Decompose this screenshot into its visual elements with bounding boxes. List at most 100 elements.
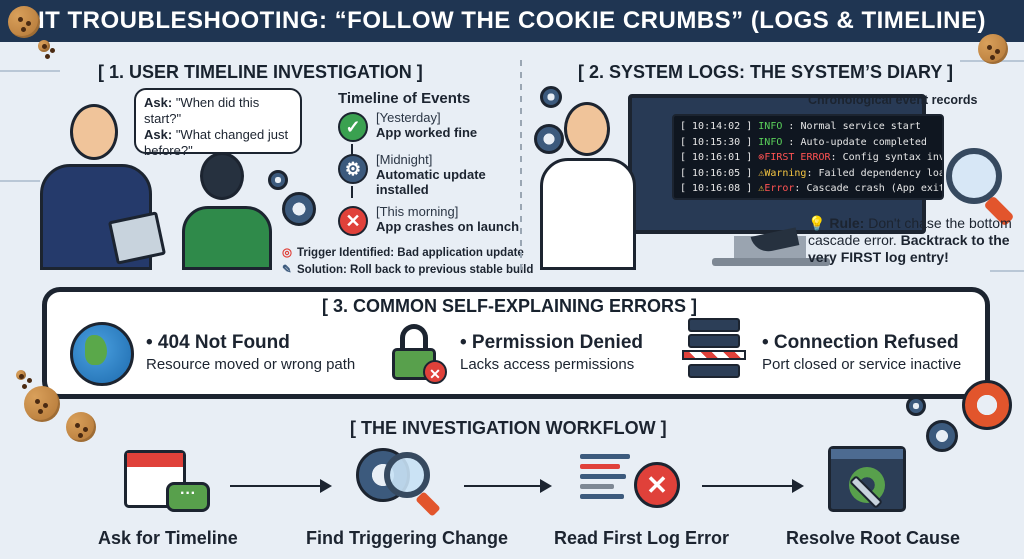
workflow-arrow [464, 479, 552, 493]
workflow-step-label: Ask for Timeline [98, 528, 238, 548]
trigger-text: Trigger Identified: Bad application upda… [297, 247, 524, 259]
globe-icon [70, 322, 134, 386]
question-1: "When did this start?" [144, 95, 260, 126]
error-connection: • Connection Refused Port closed or serv… [762, 332, 961, 373]
server-icon [688, 334, 740, 348]
clipboard-icon [107, 211, 167, 265]
log-entry: [ 10:16:08 ] ⚠Error: Cascade crash (App … [680, 183, 944, 194]
log-entry-first-error: [ 10:16:01 ] ⊗FIRST ERROR: Config syntax… [680, 152, 944, 163]
chrono-label: Chronological event records [808, 93, 978, 107]
page-title: IT TROUBLESHOOTING: “FOLLOW THE COOKIE C… [38, 7, 986, 34]
analyst-body [540, 158, 636, 270]
event-time: [Yesterday] [376, 110, 441, 125]
server-icon [688, 318, 740, 332]
log-entry: [ 10:14:02 ] INFO : Normal service start [680, 121, 921, 132]
workflow-step-label: Resolve Root Cause [786, 528, 961, 548]
timeline-event: ✕ [This morning] App crashes on launch [338, 204, 526, 236]
workflow-arrow [702, 479, 804, 493]
lock-shackle [400, 324, 428, 354]
cookie-icon [8, 6, 40, 38]
trigger-note: ◎ Trigger Identified: Bad application upd… [282, 245, 524, 259]
gear-icon [962, 380, 1012, 430]
event-time: [This morning] [376, 204, 459, 219]
gear-icon [282, 192, 316, 226]
errors-panel [42, 287, 990, 399]
monitor-stand-base [712, 258, 830, 266]
technician-head [70, 104, 118, 160]
workflow-title: [ THE INVESTIGATION WORKFLOW ] [350, 418, 667, 438]
question-bubble: Ask: "When did this start?" Ask: "What c… [134, 88, 302, 158]
workflow-step-label: Find Triggering Change [306, 528, 508, 548]
error-404: • 404 Not Found Resource moved or wrong … [146, 332, 355, 373]
circuit-line [0, 70, 60, 72]
log-entry: [ 10:16:05 ] ⚠Warning: Failed dependency… [680, 167, 944, 179]
error-permission: • Permission Denied Lacks access permiss… [460, 332, 643, 373]
lightbulb-icon: 💡 [808, 215, 826, 231]
error-title: • Connection Refused [762, 332, 959, 353]
circuit-line [990, 270, 1024, 272]
error-icon: ⊗ [758, 152, 765, 163]
rule-label: Rule: [829, 215, 865, 231]
user-body [182, 206, 272, 270]
cookie-icon [978, 34, 1008, 64]
x-icon: ✕ [423, 360, 447, 384]
warning-icon: ⚠ [758, 167, 765, 179]
log-entry: [ 10:15:30 ] INFO : Auto-update complete… [680, 136, 927, 148]
ask-label: Ask: [144, 95, 173, 110]
cookie-icon [38, 40, 50, 52]
user-head [200, 152, 244, 200]
timeline-arrow [351, 144, 353, 156]
section1-title: [ 1. USER TIMELINE INVESTIGATION ] [98, 62, 423, 82]
event-label: App crashes on launch [376, 219, 520, 234]
rule-text: 💡 Rule: Don't chase the bottom cascade e… [808, 215, 1022, 266]
error-desc: Resource moved or wrong path [146, 356, 356, 373]
gear-icon [534, 124, 564, 154]
log-lines-icon [580, 454, 644, 510]
title-banner: IT TROUBLESHOOTING: “FOLLOW THE COOKIE C… [0, 0, 1024, 42]
gear-icon: ⚙ [338, 154, 368, 184]
timeline-title: Timeline of Events [338, 90, 471, 107]
gear-icon [926, 420, 958, 452]
cookie-icon [66, 412, 96, 442]
magnifier-icon [384, 452, 430, 498]
event-time: [Midnight] [376, 152, 433, 167]
event-label: App worked fine [376, 125, 478, 140]
magnifier-handle [415, 491, 441, 517]
target-icon: ◎ [282, 247, 293, 259]
error-desc: Port closed or service inactive [762, 356, 962, 373]
cookie-icon [16, 370, 26, 380]
x-icon: ✕ [634, 462, 680, 508]
timeline-event: ⚙ [Midnight] Automatic update installed [338, 152, 526, 197]
magnifier-icon [946, 148, 1002, 204]
workflow-arrow [230, 479, 332, 493]
question-2: "What changed just before?" [144, 127, 289, 158]
solution-text: Solution: Roll back to previous stable b… [297, 264, 534, 276]
error-title: • 404 Not Found [146, 332, 290, 353]
timeline-arrow [351, 186, 353, 198]
ask-label: Ask: [144, 127, 173, 142]
workflow-step-label: Read First Log Error [554, 528, 730, 548]
circuit-line [0, 180, 40, 182]
chat-bubble-icon: ··· [166, 482, 210, 512]
x-icon: ✕ [338, 206, 368, 236]
gear-icon [906, 396, 926, 416]
analyst-head [564, 102, 610, 156]
rule-text-2: Backtrack to the very FIRST log entry! [808, 232, 1010, 265]
cookie-icon [24, 386, 60, 422]
error-title: • Permission Denied [460, 332, 643, 353]
check-icon: ✓ [338, 112, 368, 142]
timeline-event: ✓ [Yesterday] App worked fine [338, 110, 526, 142]
wrench-window-icon [828, 446, 906, 512]
barrier-icon [682, 350, 746, 360]
gear-icon [268, 170, 288, 190]
section3-title: [ 3. COMMON SELF-EXPLAINING ERRORS ] [322, 296, 698, 316]
wrench-icon: ✎ [282, 264, 292, 276]
error-desc: Lacks access permissions [460, 356, 635, 373]
event-label: Automatic update installed [376, 167, 486, 197]
log-window: [ 10:14:02 ] INFO : Normal service start… [672, 114, 944, 200]
warning-icon: ⚠ [758, 183, 765, 194]
gear-icon [540, 86, 562, 108]
server-icon [688, 364, 740, 378]
rule-text-1: Don't chase the bottom cascade error. [808, 215, 1012, 248]
section2-title: [ 2. SYSTEM LOGS: THE SYSTEM’S DIARY ] [578, 62, 954, 82]
